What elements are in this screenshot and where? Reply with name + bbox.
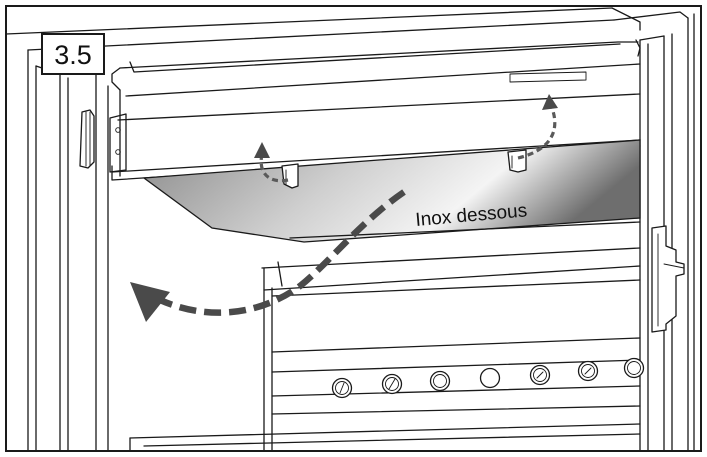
- control-knobs: [331, 357, 645, 399]
- knob-icon: [577, 360, 599, 382]
- knob-icon: [429, 370, 451, 392]
- step-number: 3.5: [54, 40, 92, 70]
- hinge-icon: [79, 109, 127, 173]
- knob-icon: [331, 377, 353, 399]
- knob-icon: [381, 373, 403, 395]
- knob-icon: [479, 367, 501, 389]
- dashed-arrow-icon: [517, 94, 558, 160]
- step-number-badge: 3.5: [41, 33, 105, 75]
- mounting-clip-left: [281, 163, 299, 189]
- knob-icon: [529, 364, 551, 386]
- dashed-arrow-icon: [254, 142, 289, 183]
- knob-icon: [623, 357, 645, 379]
- cabinet-frame: [6, 7, 695, 451]
- mounting-clip-right: [507, 149, 527, 173]
- door-hinge-right: [639, 33, 685, 451]
- dashed-arrow-icon: [130, 189, 406, 322]
